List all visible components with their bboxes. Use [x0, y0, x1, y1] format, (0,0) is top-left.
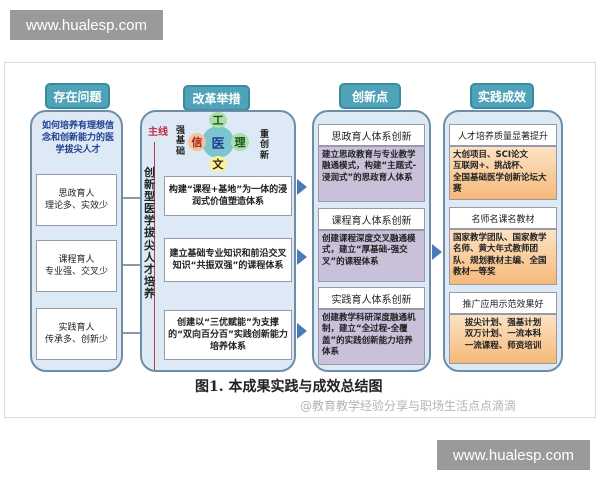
arrow-right-icon [432, 244, 442, 260]
header-results: 实践成效 [470, 83, 534, 109]
result-body: 国家教学团队、国家教学名师、黄大年式教师团队、规划教材主编、全国教材一等奖 [449, 229, 557, 285]
innovation-head: 思政育人体系创新 [318, 124, 425, 146]
innovation-body: 建立思政教育与专业教学融通模式，构建“主题式-浸润式”的思政育人体系 [318, 146, 425, 202]
problem-item: 思政育人 理论多、实效少 [36, 174, 117, 226]
mainline-divider [154, 142, 155, 370]
result-head: 推广应用示范效果好 [449, 292, 557, 314]
arrow-connector [123, 197, 141, 199]
result-body: 拔尖计划、强基计划 双万计划、一流本科 一流课程、师资培训 [449, 314, 557, 364]
innovation-head: 实践育人体系创新 [318, 287, 425, 309]
result-body: 大创项目、SCI论文 互联网+、挑战杯、 全国基础医学创新论坛大赛 [449, 146, 557, 200]
watermark-banner-top: www.hualesp.com [10, 10, 163, 40]
arrow-right-icon [297, 179, 307, 195]
result-head: 名师名课名教材 [449, 207, 557, 229]
measure-item: 创建以“三优赋能”为支撑的“双向百分百”实践创新能力培养体系 [164, 310, 292, 360]
measure-item: 建立基础专业知识和前沿交叉知识“共振双强”的课程体系 [164, 238, 292, 282]
watermark-banner-bottom: www.hualesp.com [437, 440, 590, 470]
circle-engineering: 工 [209, 112, 227, 128]
column-measures: 主线 创新型医学拔尖人才培养 强基础 重创新 医 工 信 理 文 构建“课程+基… [140, 110, 296, 372]
circle-belief: 信 [188, 133, 206, 151]
question-text: 如何培养有理想信念和创新能力的医学拔尖人才 [41, 121, 114, 156]
column-innovations: 思政育人体系创新 建立思政教育与专业教学融通模式，构建“主题式-浸润式”的思政育… [312, 110, 431, 372]
result-head: 人才培养质量显著提升 [449, 124, 557, 146]
arrow-right-icon [297, 249, 307, 265]
innovation-body: 创建教学科研深度融通机制，建立“全过程-全覆盖”的实践创新能力培养体系 [318, 309, 425, 365]
header-problems: 存在问题 [45, 83, 110, 109]
arrow-connector [123, 332, 141, 334]
strong-foundation-label: 强基础 [176, 126, 186, 157]
header-innovations: 创新点 [339, 83, 401, 109]
innovation-body: 创建课程深度交叉融通模式，建立“厚基础-强交叉”的课程体系 [318, 230, 425, 282]
figure-caption: 图1. 本成果实践与成效总结图 [195, 379, 383, 395]
circle-science: 理 [231, 133, 249, 151]
innovation-label: 重创新 [260, 130, 270, 161]
vertical-title: 创新型医学拔尖人才培养 [144, 166, 155, 300]
arrow-connector [123, 264, 141, 266]
column-results: 人才培养质量显著提升 大创项目、SCI论文 互联网+、挑战杯、 全国基础医学创新… [443, 110, 563, 372]
problem-item: 实践育人 传承多、创新少 [36, 308, 117, 360]
credit-watermark: @教育教学经验分享与职场生活点点滴滴 [300, 399, 517, 413]
measure-item: 构建“课程+基地”为一体的浸润式价值塑造体系 [164, 176, 292, 216]
innovation-head: 课程育人体系创新 [318, 208, 425, 230]
center-circle-medicine: 医 [202, 126, 234, 158]
problem-item: 课程育人 专业强、交叉少 [36, 240, 117, 292]
mainline-label: 主线 [148, 127, 168, 138]
column-problems: 如何培养有理想信念和创新能力的医学拔尖人才 思政育人 理论多、实效少 课程育人 … [30, 110, 123, 372]
arrow-right-icon [297, 323, 307, 339]
header-measures: 改革举措 [183, 85, 250, 111]
circle-humanities: 文 [209, 156, 227, 172]
